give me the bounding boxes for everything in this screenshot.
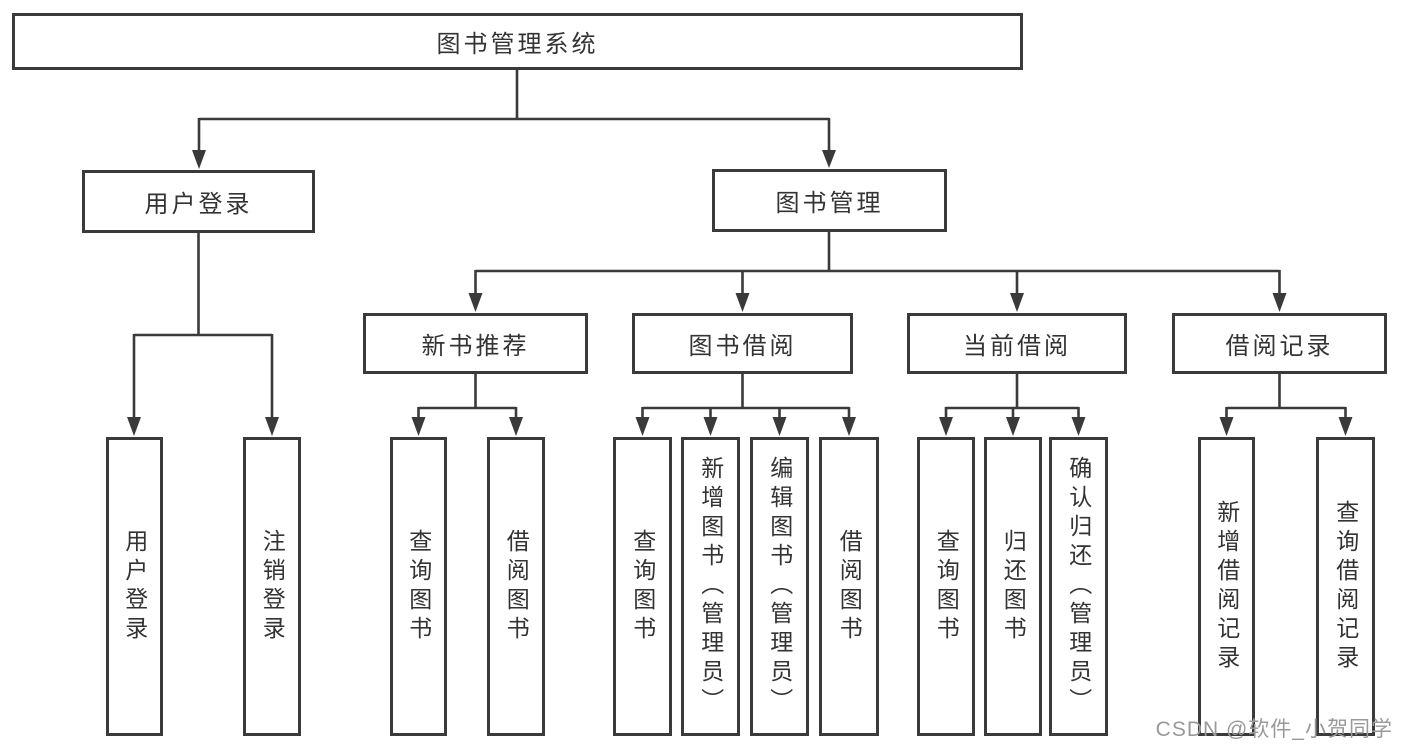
leaf-add-borrow-record: 新增借阅记录 bbox=[1198, 437, 1255, 736]
leaf-confirm-return-admin: 确认归还（管理员） bbox=[1049, 437, 1108, 736]
node-user-login-label: 用户登录 bbox=[144, 191, 253, 218]
leaf-query-borrow-record-label: 查询借阅记录 bbox=[1332, 499, 1359, 674]
leaf-confirm-return-admin-label: 确认归还（管理员） bbox=[1065, 456, 1092, 717]
watermark: CSDN @软件_小贺同学 bbox=[1155, 718, 1393, 741]
leaf-borrow-borrow-books: 借阅图书 bbox=[819, 437, 879, 736]
leaf-edit-book-admin: 编辑图书（管理员） bbox=[750, 437, 809, 736]
node-new-book-recommend-label: 新书推荐 bbox=[421, 333, 530, 360]
node-current-borrow: 当前借阅 bbox=[907, 313, 1127, 374]
leaf-edit-book-admin-label: 编辑图书（管理员） bbox=[766, 456, 793, 717]
node-borrow-records: 借阅记录 bbox=[1172, 313, 1387, 374]
node-root-label: 图书管理系统 bbox=[436, 31, 599, 58]
leaf-return-book-label: 归还图书 bbox=[1000, 528, 1027, 645]
leaf-add-borrow-record-label: 新增借阅记录 bbox=[1213, 499, 1240, 674]
leaf-borrow-query-books: 查询图书 bbox=[613, 437, 672, 736]
leaf-user-login: 用户登录 bbox=[106, 437, 163, 736]
leaf-recommend-borrow-books: 借阅图书 bbox=[487, 437, 545, 736]
leaf-logout: 注销登录 bbox=[243, 437, 301, 736]
leaf-borrow-query-books-label: 查询图书 bbox=[629, 528, 656, 645]
leaf-add-book-admin: 新增图书（管理员） bbox=[681, 437, 740, 736]
node-current-borrow-label: 当前借阅 bbox=[963, 333, 1071, 360]
node-root: 图书管理系统 bbox=[12, 13, 1023, 70]
node-book-borrow-label: 图书借阅 bbox=[688, 333, 797, 360]
leaf-recommend-query-books-label: 查询图书 bbox=[405, 528, 432, 645]
node-book-management: 图书管理 bbox=[712, 169, 947, 232]
node-book-management-label: 图书管理 bbox=[775, 190, 884, 217]
leaf-current-query-books: 查询图书 bbox=[917, 437, 975, 736]
node-user-login: 用户登录 bbox=[82, 170, 315, 233]
leaf-return-book: 归还图书 bbox=[984, 437, 1042, 736]
leaf-recommend-query-books: 查询图书 bbox=[390, 437, 447, 736]
leaf-user-login-label: 用户登录 bbox=[121, 528, 148, 645]
leaf-current-query-books-label: 查询图书 bbox=[933, 528, 960, 645]
leaf-logout-label: 注销登录 bbox=[259, 528, 286, 645]
leaf-recommend-borrow-books-label: 借阅图书 bbox=[503, 528, 530, 645]
leaf-borrow-borrow-books-label: 借阅图书 bbox=[836, 528, 863, 645]
node-new-book-recommend: 新书推荐 bbox=[363, 313, 588, 374]
node-borrow-records-label: 借阅记录 bbox=[1225, 333, 1334, 360]
node-book-borrow: 图书借阅 bbox=[632, 313, 853, 374]
leaf-query-borrow-record: 查询借阅记录 bbox=[1316, 437, 1375, 736]
leaf-add-book-admin-label: 新增图书（管理员） bbox=[697, 456, 724, 717]
